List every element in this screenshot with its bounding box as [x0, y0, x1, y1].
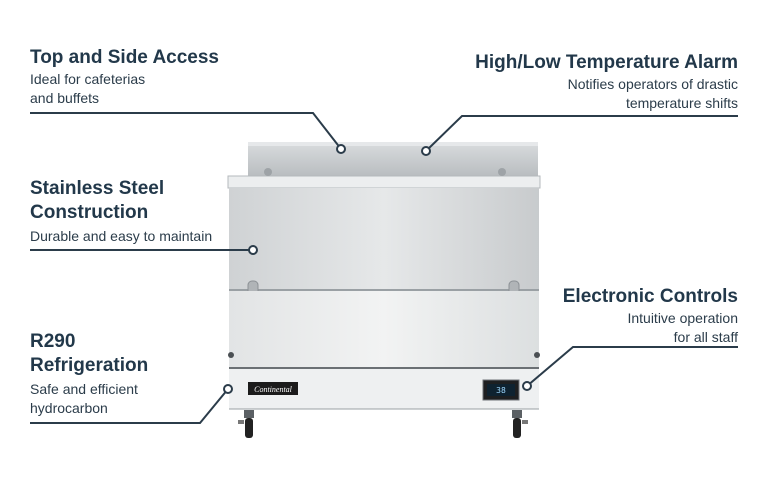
callout-stainless: Stainless Steel Construction Durable and… — [30, 177, 212, 246]
callout-title: High/Low Temperature Alarm — [475, 52, 738, 73]
caster-left — [238, 410, 254, 438]
callout-title: Electronic Controls — [562, 286, 738, 307]
callout-title: R290 Refrigeration — [30, 331, 149, 376]
brand-logo: Continental — [254, 385, 293, 394]
callout-refrigeration: R290 Refrigeration Safe and efficient hy… — [30, 330, 148, 418]
back-lid — [248, 142, 538, 176]
callout-desc: Intuitive operation for all staff — [627, 310, 738, 345]
brand-logo-plate — [248, 382, 298, 395]
callout-desc: Ideal for cafeterias and buffets — [30, 71, 146, 106]
upper-panel — [229, 188, 539, 290]
callout-title: Top and Side Access — [30, 47, 219, 68]
callout-title: Stainless Steel Construction — [30, 178, 165, 223]
callout-electronic: Electronic Controls Intuitive operation … — [563, 285, 738, 347]
caster-right — [512, 410, 528, 438]
dot-temp-alarm — [421, 146, 431, 156]
callout-top-side-access: Top and Side Access Ideal for cafeterias… — [30, 46, 219, 108]
hinge-left — [264, 168, 272, 176]
temperature-display: 38 — [496, 386, 506, 395]
dot-refrigeration — [223, 384, 233, 394]
dot-top-access — [336, 144, 346, 154]
dot-stainless — [248, 245, 258, 255]
callout-temp-alarm: High/Low Temperature Alarm Notifies oper… — [475, 51, 738, 113]
callout-desc: Durable and easy to maintain — [30, 228, 213, 244]
lower-body — [229, 291, 539, 368]
hinge-right — [498, 168, 506, 176]
callout-desc: Notifies operators of drastic temperatur… — [567, 76, 738, 111]
dot-electronic — [522, 381, 532, 391]
callout-desc: Safe and efficient hydrocarbon — [30, 381, 138, 416]
